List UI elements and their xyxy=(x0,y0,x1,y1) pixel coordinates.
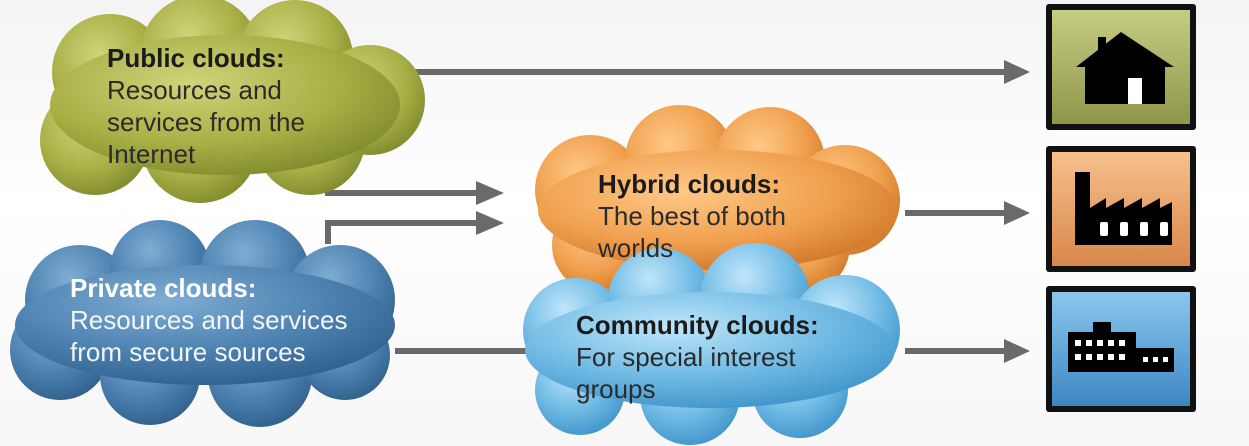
building-icon xyxy=(1068,322,1174,372)
community-cloud-label: Community clouds: For special interest g… xyxy=(576,309,819,405)
community-cloud-title: Community clouds: xyxy=(576,310,819,340)
arrowhead-factory xyxy=(1004,201,1030,225)
arrowhead-house xyxy=(1004,60,1030,84)
hybrid-cloud-label: Hybrid clouds: The best of both worlds xyxy=(598,168,786,264)
public-cloud xyxy=(40,0,425,203)
arrowhead-hybrid-bottom xyxy=(476,211,504,235)
house-tile xyxy=(1046,4,1196,130)
community-cloud xyxy=(523,243,900,445)
private-cloud-label: Private clouds: Resources and services f… xyxy=(70,272,347,368)
public-cloud-label: Public clouds: Resources and services fr… xyxy=(107,42,305,170)
arrowheads xyxy=(476,60,1030,363)
arrowhead-building xyxy=(1004,339,1030,363)
factory-icon xyxy=(1075,172,1172,245)
arrowhead-hybrid-top xyxy=(476,181,504,205)
public-cloud-title: Public clouds: xyxy=(107,43,285,73)
hybrid-cloud xyxy=(535,105,900,300)
community-cloud-description: For special interest groups xyxy=(576,342,796,404)
building-tile xyxy=(1046,286,1196,412)
house-icon xyxy=(1076,32,1174,104)
factory-tile xyxy=(1046,146,1196,272)
private-cloud-description: Resources and services from secure sourc… xyxy=(70,305,348,367)
private-to-hybrid-line xyxy=(325,220,480,244)
hybrid-cloud-title: Hybrid clouds: xyxy=(598,169,781,199)
public-cloud-description: Resources and services from the Internet xyxy=(107,75,305,169)
private-cloud-title: Private clouds: xyxy=(70,273,257,303)
private-cloud xyxy=(10,220,395,427)
hybrid-cloud-description: The best of both worlds xyxy=(598,201,786,263)
